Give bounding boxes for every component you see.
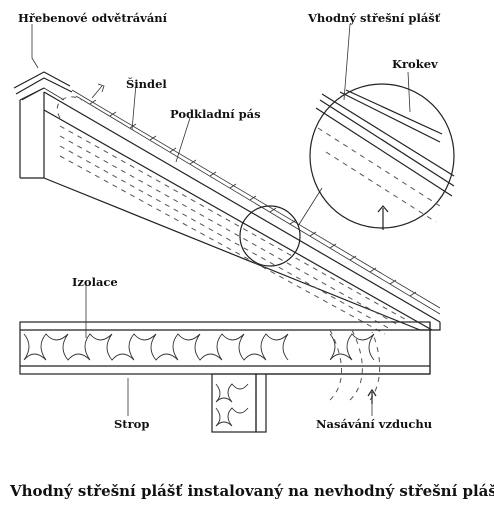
- label-suitable-roofing: Vhodný střešní plášť: [307, 11, 441, 25]
- label-underlayment: Podkladní pás: [170, 107, 261, 121]
- shingles: [89, 99, 417, 297]
- label-insulation: Izolace: [72, 275, 118, 289]
- eave-soffit: [266, 322, 431, 375]
- label-shingle: Šindel: [126, 77, 167, 91]
- insulation-batts: [23, 333, 375, 361]
- caption: Vhodný střešní plášť instalovaný na nevh…: [9, 482, 494, 500]
- label-air-intake: Nasávání vzduchu: [316, 417, 432, 431]
- wall-stud: [211, 373, 267, 433]
- label-ridge-vent: Hřebenové odvětrávání: [18, 11, 168, 25]
- label-ceiling: Strop: [114, 417, 149, 431]
- leader-lines: [31, 23, 411, 416]
- air-intake-arrows: [329, 329, 381, 404]
- rafter-cavity-airflow: [59, 125, 411, 335]
- roof-slope: [43, 89, 441, 331]
- ceiling-assembly: [19, 321, 431, 375]
- gable-end: [19, 87, 45, 179]
- ridge-vent-cap: [13, 71, 73, 101]
- detail-magnifier: [239, 83, 455, 267]
- ridge-airflow-arrows: [57, 83, 105, 119]
- label-rafter: Krokev: [392, 57, 438, 71]
